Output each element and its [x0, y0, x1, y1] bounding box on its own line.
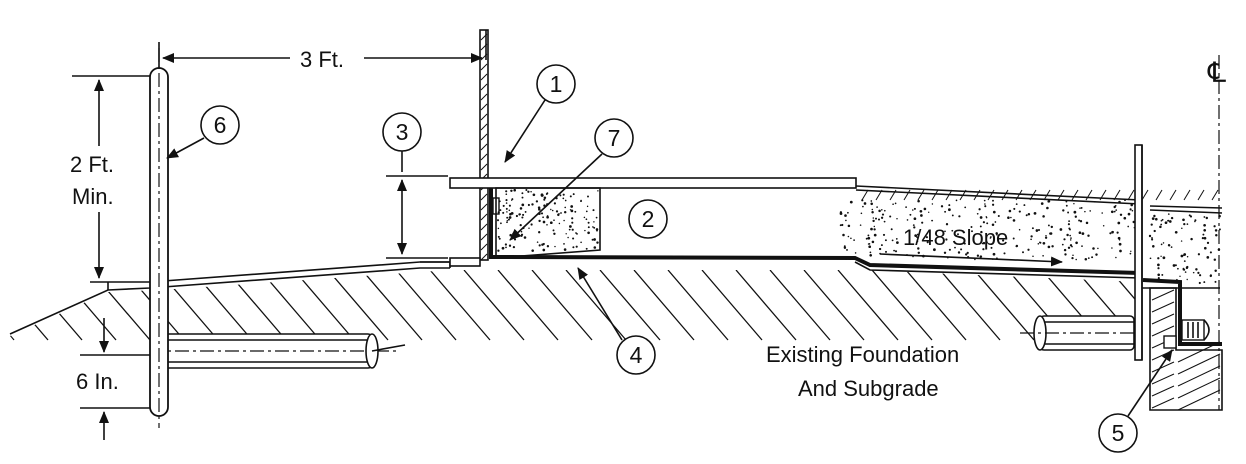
callout-2: 2 — [628, 199, 668, 239]
slope-indicator: 1/48 Slope — [879, 225, 1063, 267]
membrane-line — [489, 188, 1222, 346]
callout-6: 6 — [166, 105, 240, 159]
callout-7-label: 7 — [608, 125, 621, 151]
dimension-3ft: 3 Ft. — [158, 30, 487, 72]
callout-4-label: 4 — [630, 342, 643, 368]
callout-2-label: 2 — [642, 206, 655, 232]
dimension-6in: 6 In. — [76, 318, 150, 440]
dimension-min-label: Min. — [72, 184, 114, 209]
callout-6-label: 6 — [214, 112, 227, 138]
callout-5-label: 5 — [1112, 420, 1125, 446]
foundation-label-line1: Existing Foundation — [766, 342, 959, 367]
callout-4: 4 — [577, 267, 656, 375]
dimension-2ft: 2 Ft. Min. — [70, 75, 150, 283]
dimension-form-height — [386, 150, 448, 259]
callout-1: 1 — [504, 64, 576, 163]
top-boards — [449, 177, 857, 267]
dimension-6in-label: 6 In. — [76, 369, 119, 394]
right-structure — [1020, 55, 1223, 411]
callout-7: 7 — [509, 118, 634, 241]
support-stake — [149, 48, 169, 428]
left-drain-pipe — [150, 333, 406, 369]
callout-1-label: 1 — [550, 71, 563, 97]
callout-3-label: 3 — [396, 119, 409, 145]
concrete-fill — [495, 185, 1223, 285]
callout-3: 3 — [382, 112, 422, 152]
dimension-2ft-label: 2 Ft. — [70, 152, 114, 177]
foundation-label-line2: And Subgrade — [798, 376, 939, 401]
dimension-3ft-label: 3 Ft. — [300, 47, 344, 72]
slope-label: 1/48 Slope — [903, 225, 1008, 250]
centerline-symbol: ℄ — [1207, 57, 1226, 88]
callout-5: 5 — [1098, 349, 1173, 453]
